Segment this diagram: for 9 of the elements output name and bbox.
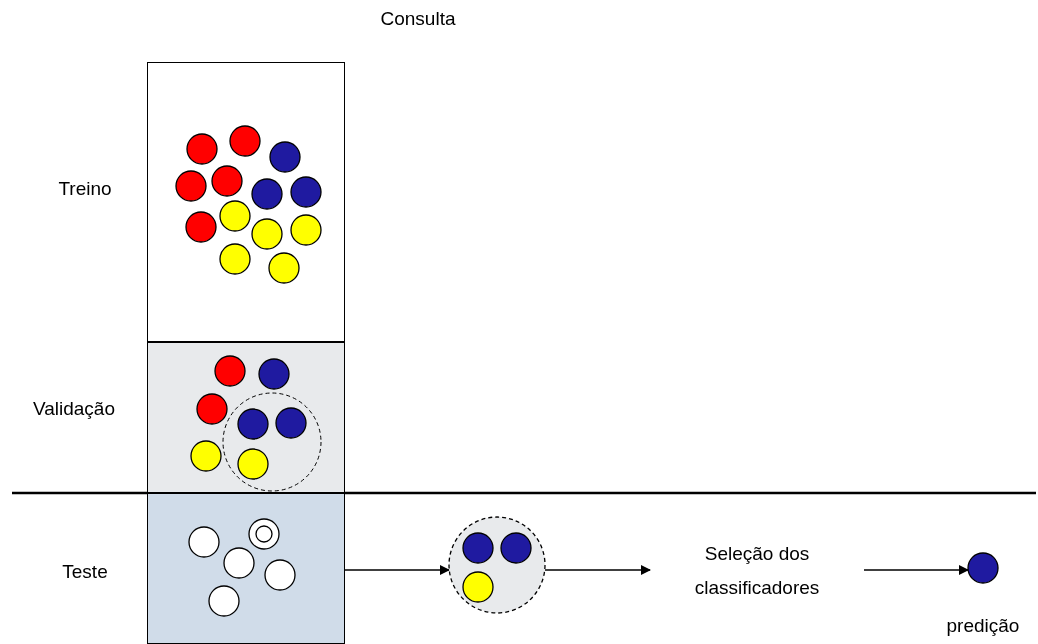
set-label: Teste [61, 561, 109, 583]
caption-text: predição [945, 615, 1021, 637]
selection-step-text: Seleção dos classificadores [693, 542, 821, 600]
set-label: Treino [57, 178, 113, 200]
arrow [863, 565, 969, 575]
arrow [344, 565, 450, 575]
column-heading: Consulta [379, 8, 457, 30]
arrow [544, 565, 651, 575]
set-label: Validação [31, 398, 116, 420]
